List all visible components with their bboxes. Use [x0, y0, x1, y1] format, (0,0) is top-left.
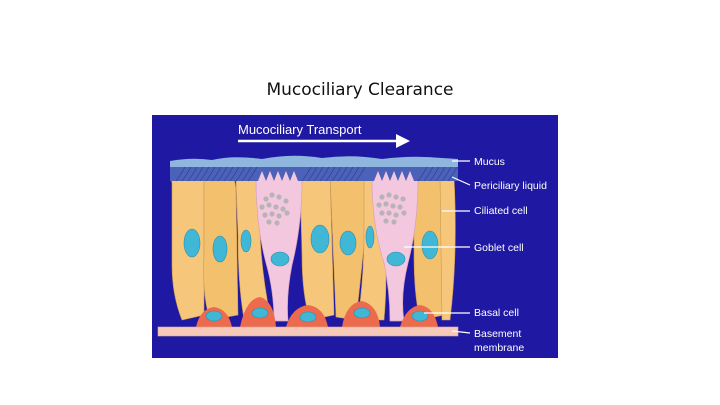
label-basal-cell: Basal cell: [474, 307, 519, 319]
nucleus: [421, 230, 439, 260]
label-goblet-cell: Goblet cell: [474, 242, 524, 254]
label-basement: Basement: [474, 328, 521, 340]
nucleus: [299, 311, 317, 323]
mucin-granules: [259, 192, 407, 226]
nucleus: [270, 251, 290, 267]
slide-title: Mucociliary Clearance: [266, 80, 454, 100]
transport-label: Mucociliary Transport: [238, 122, 362, 137]
transport-arrow: [238, 134, 410, 148]
nucleus: [310, 224, 330, 254]
nuclei: [183, 224, 439, 323]
nucleus: [212, 235, 228, 263]
ciliated-cell: [439, 176, 456, 321]
basement-membrane: [157, 326, 459, 337]
nucleus: [365, 225, 375, 249]
label-periciliary-liquid: Periciliary liquid: [474, 180, 547, 192]
nucleus: [353, 307, 371, 319]
mucus-layer: [170, 155, 458, 167]
nucleus: [240, 229, 252, 253]
leader-lines: [404, 160, 471, 334]
nucleus: [205, 310, 223, 322]
nucleus: [339, 230, 357, 256]
mucociliary-diagram: Mucociliary Transport: [152, 115, 558, 358]
label-mucus: Mucus: [474, 156, 505, 168]
periciliary-layer: [170, 164, 459, 182]
label-ciliated-cell: Ciliated cell: [474, 205, 528, 217]
nucleus: [251, 307, 269, 319]
label-membrane: membrane: [474, 342, 524, 354]
nucleus: [386, 251, 406, 267]
nucleus: [183, 228, 201, 258]
